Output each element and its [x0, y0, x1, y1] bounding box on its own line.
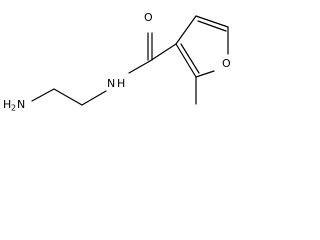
amine-h-label: H	[3, 98, 11, 111]
amide-n-label: N	[107, 77, 115, 90]
furan-inner-double-bond-a	[197, 20, 227, 32]
ring-o-label: O	[222, 57, 231, 70]
furan-c3-c4-bond	[175, 15, 197, 45]
furan-c4-c5-bond	[195, 15, 229, 28]
amine-n-label: N	[17, 98, 25, 111]
furan-inner-double-bond-b	[180, 43, 200, 74]
furan-c2-c3-bond	[175, 43, 197, 78]
furan-o-c2-bond	[195, 70, 215, 78]
amine-h-count-label: 2	[11, 104, 16, 113]
carbonyl-to-furan-bond	[149, 43, 177, 62]
ch2-to-amide-n-bond	[81, 90, 107, 106]
molecule-drawing: H 2 N N H O O	[3, 11, 231, 113]
amine-to-ch2-bond	[31, 88, 55, 102]
amide-n-to-carbonyl-bond	[128, 60, 151, 74]
bond-layer	[31, 15, 229, 106]
amide-h-label: H	[117, 77, 125, 90]
label-layer: H 2 N N H O O	[3, 11, 231, 113]
ethylene-bond	[53, 88, 83, 106]
chemical-structure-diagram: H 2 N N H O O	[0, 0, 252, 123]
carbonyl-o-label: O	[144, 11, 153, 24]
